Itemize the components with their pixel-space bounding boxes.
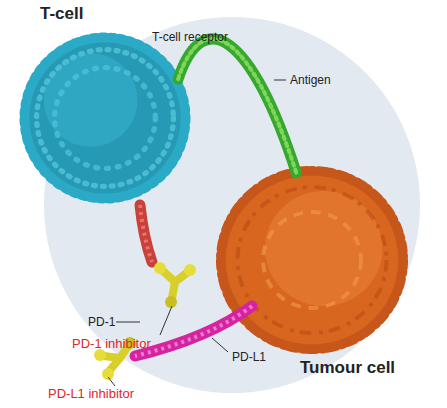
connector-line bbox=[178, 39, 296, 173]
cell-texture bbox=[55, 68, 156, 169]
cell-texture bbox=[226, 176, 398, 345]
leader-line bbox=[212, 338, 228, 352]
leader-line bbox=[274, 80, 286, 81]
cell-label: T-cell bbox=[40, 4, 83, 24]
cell-texture bbox=[26, 39, 184, 197]
part-label: PD-L1 bbox=[232, 350, 266, 364]
part-label: PD-1 bbox=[88, 315, 115, 329]
cell-label: Tumour cell bbox=[300, 358, 395, 378]
t-cell: T-cell bbox=[15, 28, 195, 208]
receptor-antigen-link bbox=[178, 39, 296, 173]
pdl1-texture bbox=[135, 306, 252, 356]
connector-texture bbox=[178, 39, 296, 173]
leader-line bbox=[116, 322, 140, 323]
cell-texture bbox=[263, 212, 361, 308]
pdl1-ligand bbox=[135, 306, 252, 356]
drug-label: PD-1 inhibitor bbox=[72, 336, 151, 351]
pd1-inhibitor-antibody bbox=[154, 262, 196, 308]
background-disc bbox=[44, 17, 420, 393]
leader-line bbox=[160, 306, 172, 335]
cell-texture bbox=[265, 191, 383, 306]
t-cell-body bbox=[15, 28, 195, 208]
pd1-texture bbox=[140, 205, 152, 262]
cell-texture bbox=[238, 187, 387, 333]
tumour-cell: Tumour cell bbox=[214, 164, 410, 356]
tumour-cell-body bbox=[214, 164, 410, 356]
cell-texture bbox=[29, 42, 180, 193]
pd1-receptor bbox=[140, 205, 152, 262]
leader-line bbox=[108, 377, 115, 386]
cell-texture bbox=[37, 50, 174, 187]
part-label: T-cell receptor bbox=[152, 30, 228, 44]
drug-label: PD-L1 inhibitor bbox=[48, 386, 134, 401]
part-label: Antigen bbox=[290, 73, 331, 87]
cell-texture bbox=[222, 172, 402, 349]
